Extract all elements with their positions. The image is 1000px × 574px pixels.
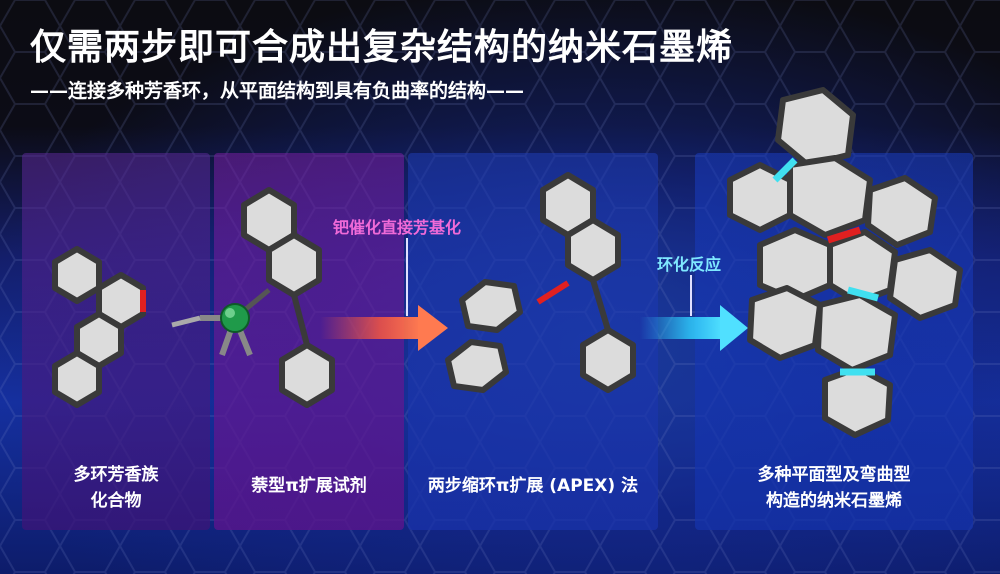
ring [580, 327, 636, 393]
new-bond-cyan [847, 286, 879, 302]
intermediate-molecule [445, 172, 636, 393]
arrow-head [418, 305, 448, 351]
nanographene-molecule [727, 87, 963, 438]
panel-apex-label: 两步缩环π扩展 (APEX) 法 [427, 476, 639, 496]
arrow-shaft [640, 317, 722, 339]
new-bond-red [826, 226, 862, 244]
ring [865, 175, 938, 248]
ring [565, 217, 621, 283]
ring [279, 342, 335, 408]
step1-label: 钯催化直接芳基化 [333, 218, 462, 237]
ring [52, 350, 102, 408]
panel-reagent-label: 萘型π扩展试剂 [251, 476, 367, 496]
ring [787, 155, 873, 238]
pah-molecule [52, 246, 146, 408]
ring [815, 292, 898, 373]
ring [775, 87, 856, 168]
ring [822, 365, 893, 438]
silicon-center [171, 288, 271, 357]
page-title: 仅需两步即可合成出复杂结构的纳米石墨烯 [30, 27, 734, 68]
ring [887, 247, 963, 321]
arrow-head [720, 305, 748, 351]
new-bond-red [536, 280, 570, 305]
step2-label: 环化反应 [657, 255, 722, 274]
arrow-shaft [320, 317, 420, 339]
new-bond-cyan [772, 157, 798, 183]
ring [459, 279, 523, 333]
ring [445, 339, 509, 393]
panel-pah-label: 多环芳香族 化合物 [73, 465, 159, 511]
ring [52, 246, 102, 304]
page-subtitle: ——连接多种芳香环，从平面结构到具有负曲率的结构—— [30, 80, 525, 102]
ring [747, 285, 823, 361]
reagent-molecule [241, 187, 335, 408]
ring [266, 232, 322, 298]
panel-nanographene-label: 多种平面型及弯曲型 构造的纳米石墨烯 [757, 465, 911, 511]
